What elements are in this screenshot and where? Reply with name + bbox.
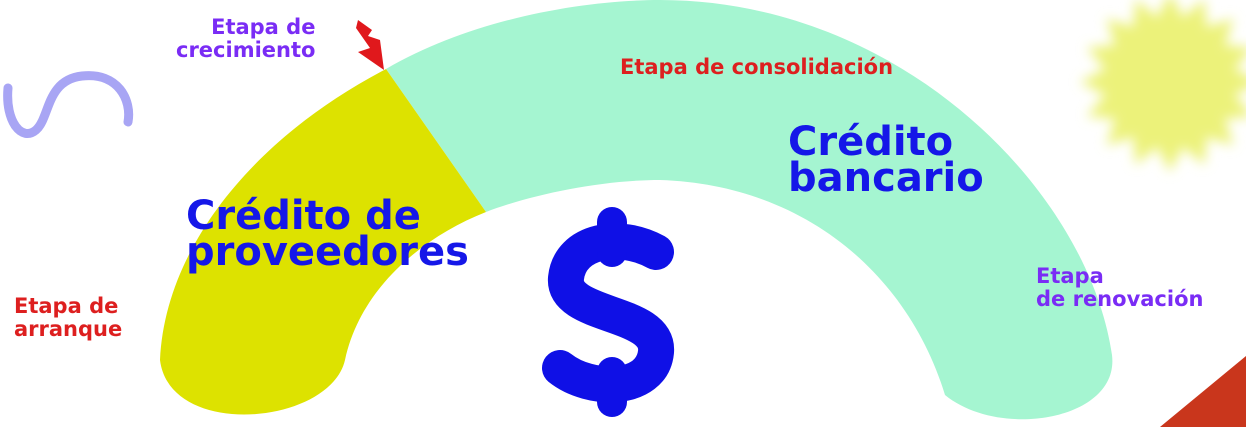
stage-label-crecimiento: Etapa de crecimiento (176, 15, 316, 62)
arrow-down-icon (356, 20, 384, 70)
dollar-sign-icon (542, 207, 674, 417)
stage-label-renovacion: Etapa de renovación (1036, 264, 1204, 311)
stage-label-consolidacion: Etapa de consolidación (620, 55, 894, 79)
corner-shape-decoration (1160, 356, 1246, 427)
credit-label-proveedores: Crédito de proveedores (186, 193, 469, 275)
credit-label-bancario: Crédito bancario (788, 119, 984, 201)
arc-segment-proveedores (160, 69, 486, 415)
stage-label-arranque: Etapa de arranque (14, 294, 123, 341)
arc-segment-bancario (386, 0, 1113, 420)
squiggle-decoration (3, 71, 134, 138)
sun-icon (1080, 0, 1246, 172)
